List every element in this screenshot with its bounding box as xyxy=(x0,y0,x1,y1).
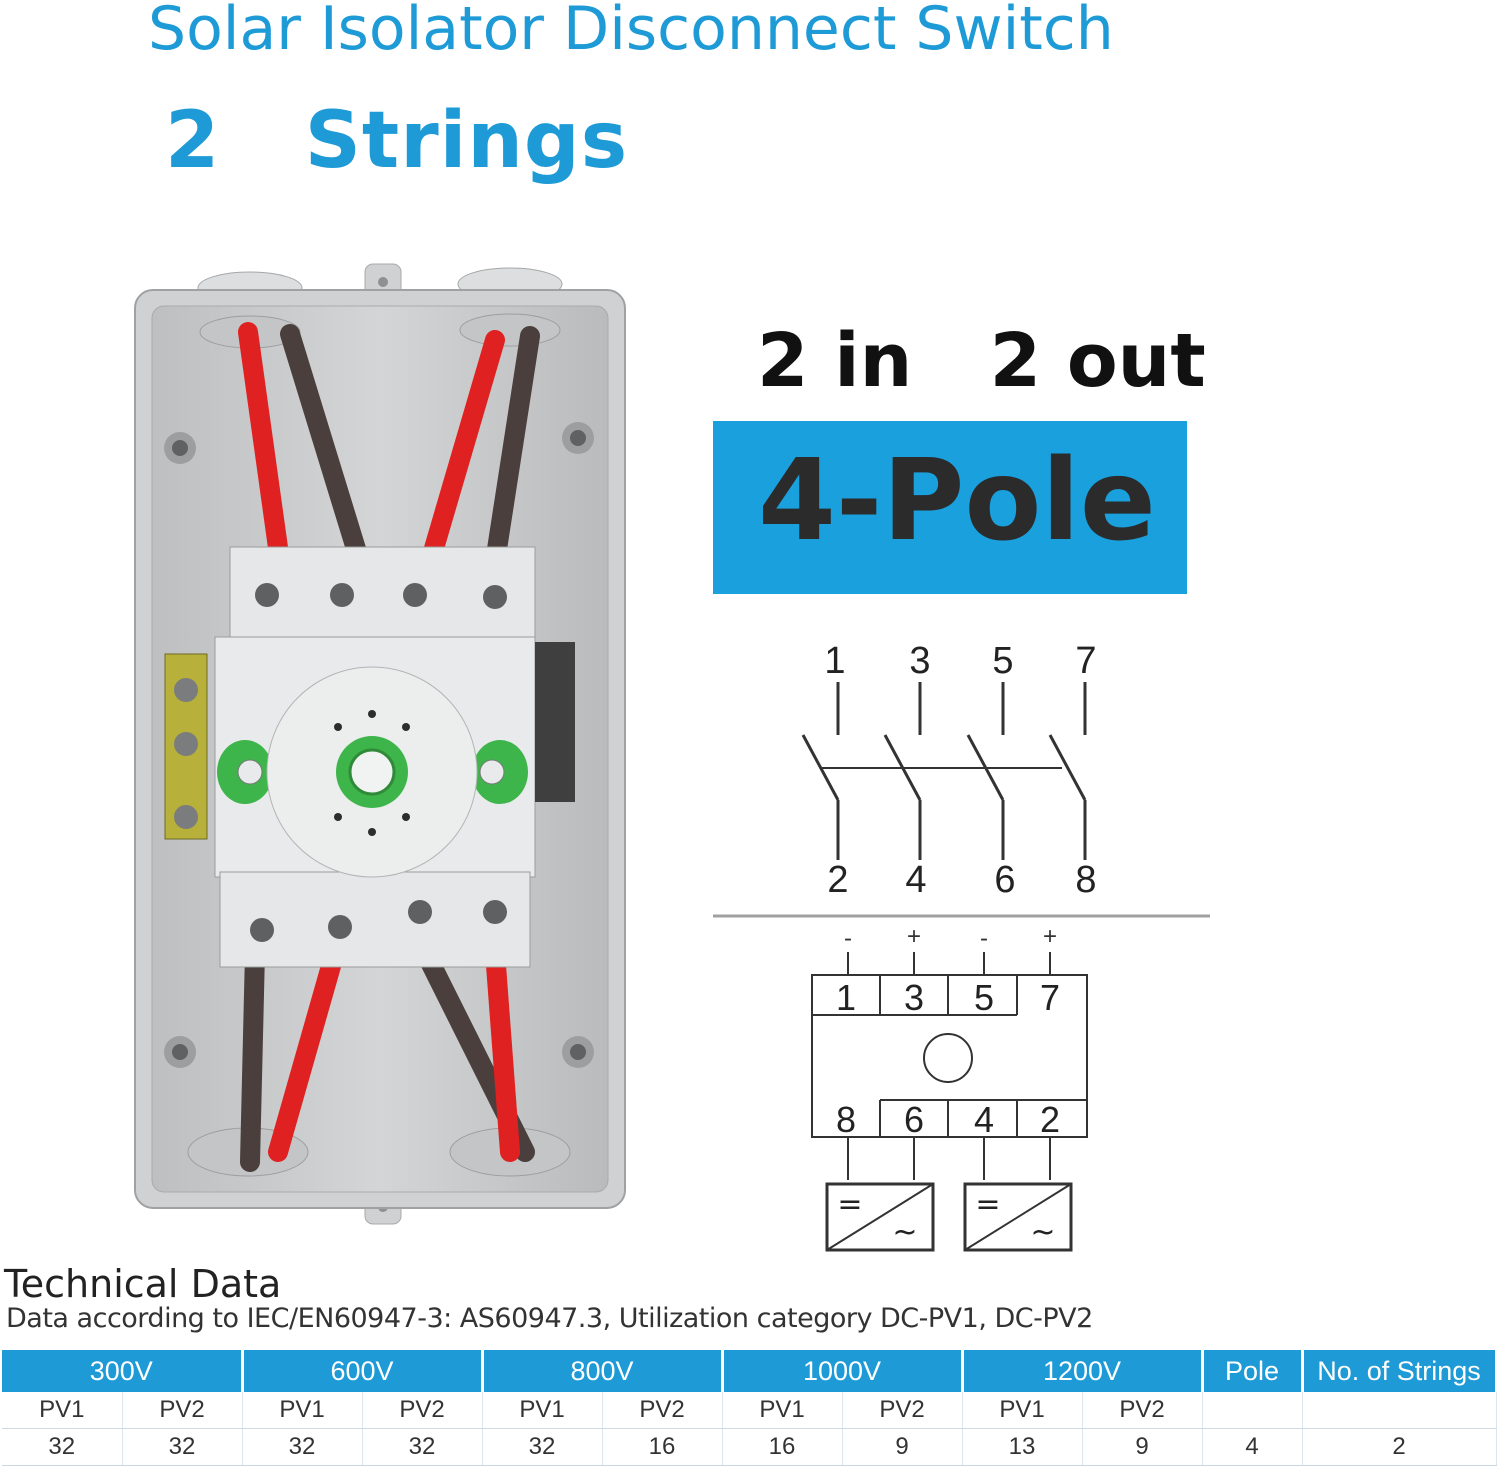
sub-header: PV1 xyxy=(482,1392,603,1429)
value-cell: 16 xyxy=(722,1428,843,1466)
value-cell: 32 xyxy=(242,1428,363,1466)
pole-label: 4-Pole xyxy=(758,436,1156,566)
contact-top-3: 3 xyxy=(909,640,930,682)
value-cell: 9 xyxy=(1082,1428,1203,1466)
terminal-1: 1 xyxy=(836,977,856,1018)
pole-banner xyxy=(713,421,1187,594)
header-1000v: 1000V xyxy=(722,1350,964,1392)
contact-bottom-6: 6 xyxy=(994,859,1015,901)
value-cell: 9 xyxy=(842,1428,963,1466)
value-cell: 13 xyxy=(962,1428,1083,1466)
technical-data-title: Technical Data xyxy=(4,1262,282,1306)
empty-cell xyxy=(1302,1392,1497,1429)
terminal-3: 3 xyxy=(904,977,924,1018)
value-cell: 32 xyxy=(122,1428,243,1466)
terminal-2: 2 xyxy=(1040,1099,1060,1140)
sub-header: PV2 xyxy=(1082,1392,1203,1429)
polarity-2: + xyxy=(907,923,921,950)
sub-header: PV2 xyxy=(362,1392,483,1429)
header-pole: Pole xyxy=(1202,1350,1304,1392)
terminal-6: 6 xyxy=(904,1099,924,1140)
sub-header: PV1 xyxy=(2,1392,123,1429)
value-cell: 32 xyxy=(2,1428,123,1466)
polarity-4: + xyxy=(1043,923,1057,950)
header-300v: 300V xyxy=(2,1350,244,1392)
sub-header: PV1 xyxy=(722,1392,843,1429)
header-1200v: 1200V xyxy=(962,1350,1204,1392)
technical-data-table: 300V 600V 800V 1000V 1200V Pole No. of S… xyxy=(2,1350,1498,1466)
header-600v: 600V xyxy=(242,1350,484,1392)
header-strings: No. of Strings xyxy=(1302,1350,1498,1392)
table-row: PV1 PV2 PV1 PV2 PV1 PV2 PV1 PV2 PV1 PV2 xyxy=(2,1392,1497,1429)
terminal-8: 8 xyxy=(836,1099,856,1140)
contact-top-7: 7 xyxy=(1075,640,1096,682)
contact-top-1: 1 xyxy=(824,640,845,682)
strings-value: 2 xyxy=(1302,1428,1497,1466)
sub-header: PV1 xyxy=(962,1392,1083,1429)
sub-header: PV2 xyxy=(602,1392,723,1429)
inverter-1-dc-symbol: = xyxy=(837,1187,862,1222)
pole-value: 4 xyxy=(1202,1428,1303,1466)
sub-header: PV2 xyxy=(842,1392,963,1429)
strings-heading: 2 Strings xyxy=(165,96,629,186)
value-cell: 32 xyxy=(362,1428,483,1466)
wiring-diagram: 1 3 5 7 2 4 6 8 - + - + xyxy=(713,640,1210,1252)
value-cell: 16 xyxy=(602,1428,723,1466)
isolator-switch-image xyxy=(134,263,626,1225)
value-cell: 32 xyxy=(482,1428,603,1466)
sub-header: PV2 xyxy=(122,1392,243,1429)
contact-bottom-8: 8 xyxy=(1075,859,1096,901)
io-label: 2 in 2 out xyxy=(757,318,1206,404)
contact-bottom-4: 4 xyxy=(905,859,926,901)
inverter-2-ac-symbol: ~ xyxy=(1030,1215,1055,1250)
terminal-7: 7 xyxy=(1040,977,1060,1018)
contact-top-5: 5 xyxy=(992,640,1013,682)
terminal-5: 5 xyxy=(974,977,994,1018)
polarity-1: - xyxy=(844,925,852,952)
technical-data-subtitle: Data according to IEC/EN60947-3: AS60947… xyxy=(6,1303,1093,1334)
sub-header: PV1 xyxy=(242,1392,363,1429)
polarity-3: - xyxy=(980,925,988,952)
contact-bottom-2: 2 xyxy=(827,859,848,901)
terminal-4: 4 xyxy=(974,1099,994,1140)
inverter-2-dc-symbol: = xyxy=(975,1187,1000,1222)
table-row: 32 32 32 32 32 16 16 9 13 9 4 2 xyxy=(2,1428,1497,1466)
empty-cell xyxy=(1202,1392,1303,1429)
table-header-row: 300V 600V 800V 1000V 1200V Pole No. of S… xyxy=(2,1350,1498,1392)
inverter-1-ac-symbol: ~ xyxy=(892,1215,917,1250)
header-800v: 800V xyxy=(482,1350,724,1392)
page-title: Solar Isolator Disconnect Switch xyxy=(148,0,1114,64)
